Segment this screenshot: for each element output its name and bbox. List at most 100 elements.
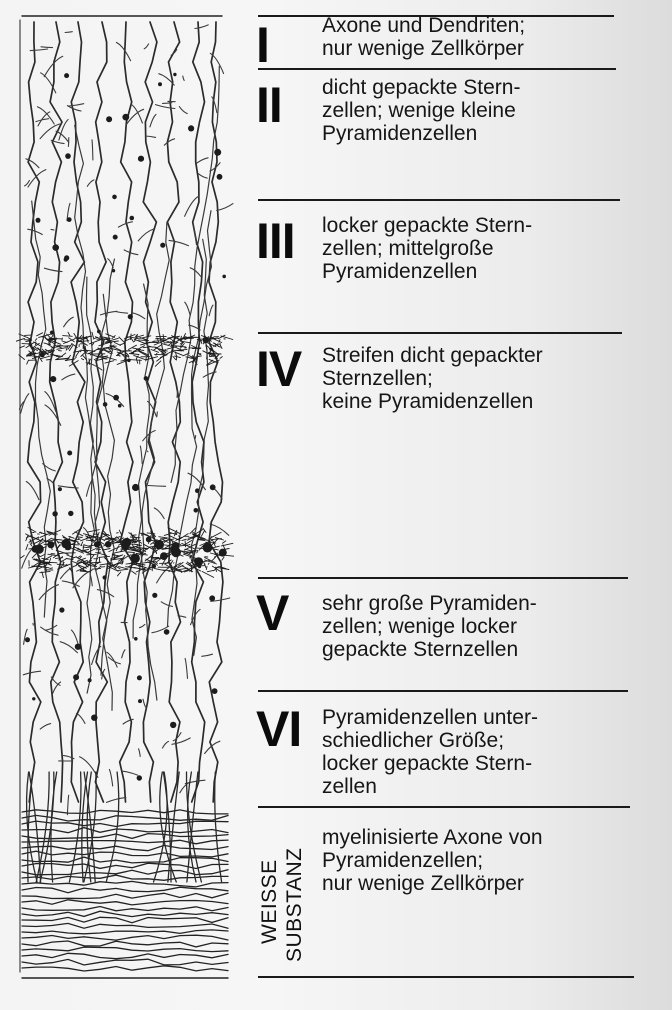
myelinated-axon <box>22 947 228 952</box>
dense-band-fiber <box>132 571 137 574</box>
apical-dendrite <box>192 22 205 802</box>
dense-band-fiber <box>61 353 66 357</box>
dense-band-fiber <box>20 556 24 559</box>
layer-I-line-2: nur wenige Zellkörper <box>322 37 525 60</box>
layer-IV-line-1: Streifen dicht gepackter <box>322 344 543 367</box>
dense-band-fiber <box>207 353 208 359</box>
cell-body <box>122 114 129 121</box>
cell-body <box>52 244 59 251</box>
cell-body <box>138 699 142 703</box>
dense-band-fiber <box>204 562 206 567</box>
dendrite-branch <box>143 699 146 707</box>
dense-band-fiber <box>141 336 151 339</box>
dense-band-fiber <box>38 537 39 539</box>
myelinated-axon <box>22 828 228 833</box>
apical-dendrite <box>120 22 133 802</box>
dense-band-fiber <box>106 334 115 338</box>
dense-band-fiber <box>151 350 159 353</box>
cell-body <box>137 675 142 680</box>
dense-band-fiber <box>210 537 211 540</box>
dense-band-fiber <box>41 555 45 557</box>
dense-band-fiber <box>136 358 137 363</box>
dendrite-branch <box>107 798 126 803</box>
dense-band-fiber <box>131 338 134 342</box>
dendrite-branch <box>164 139 174 145</box>
cell-body <box>170 722 176 728</box>
separator-I-II <box>258 68 616 70</box>
dense-band-fiber <box>88 548 96 552</box>
dendrite-branch <box>161 602 172 607</box>
cell-body <box>217 174 223 180</box>
dendrite-branch <box>147 451 148 452</box>
dense-band-fiber <box>207 570 213 571</box>
cell-body <box>106 116 112 122</box>
separator-VI-white <box>258 806 630 808</box>
dense-band-fiber <box>139 351 149 356</box>
dense-band-fiber <box>169 571 170 572</box>
dendrite-branch <box>169 240 189 245</box>
layer-numeral-II: II <box>256 80 282 130</box>
layer-VI-line-4: zellen <box>322 775 538 798</box>
myelinated-axon <box>22 840 228 844</box>
cell-body <box>64 73 69 78</box>
cell-body <box>209 595 215 601</box>
layer-III-line-2: zellen; mittelgroße <box>322 237 532 260</box>
dendrite-branch <box>71 630 77 643</box>
stellate-cell-body <box>154 540 164 550</box>
dendrite-branch <box>196 158 209 164</box>
cell-body <box>88 678 92 682</box>
dendrite-branch <box>157 566 172 583</box>
myelinated-axon <box>22 870 228 875</box>
white-matter-label-line-2: SUBSTANZ <box>283 848 307 962</box>
cell-body <box>67 217 72 222</box>
dense-band-fiber <box>62 341 67 343</box>
dense-band-fiber <box>24 340 32 341</box>
cell-body <box>58 487 62 491</box>
dense-band-fiber <box>154 341 166 342</box>
myelinated-axon <box>22 930 228 934</box>
secondary-fiber <box>133 222 169 638</box>
myelinated-axon <box>22 923 228 928</box>
dense-band-fiber <box>74 334 77 338</box>
cell-body <box>128 314 133 319</box>
dense-band-fiber <box>134 355 146 360</box>
dendrite-branch <box>109 770 112 787</box>
descending-axon <box>36 772 49 882</box>
dendrite-branch <box>87 180 94 186</box>
dendrite-branch <box>116 42 130 60</box>
dendrite-branch <box>163 103 172 104</box>
layer-numeral-I: I <box>256 20 269 70</box>
dense-band-fiber <box>68 332 70 335</box>
dendrite-branch <box>185 196 199 216</box>
layer-VI-line-2: schiedlicher Größe; <box>322 729 538 752</box>
cell-body <box>112 269 115 272</box>
dendrite-branch <box>67 795 68 815</box>
dense-band-fiber <box>159 537 168 538</box>
dense-band-fiber <box>39 357 42 362</box>
dendrite-branch <box>64 317 74 327</box>
dendrite-branch <box>41 47 53 48</box>
layer-description-V: sehr große Pyramiden- zellen; wenige loc… <box>322 592 537 661</box>
secondary-fiber <box>139 284 157 700</box>
layer-description-II: dicht gepackte Stern- zellen; wenige kle… <box>322 76 520 145</box>
cell-body <box>113 395 119 401</box>
cell-body <box>50 331 54 335</box>
layer-description-VI: Pyramidenzellen unter- schiedlicher Größ… <box>322 706 538 798</box>
dense-band-fiber <box>61 559 66 562</box>
myelinated-axon <box>22 907 228 911</box>
cell-body <box>210 484 216 490</box>
dendrite-branch <box>67 106 81 111</box>
dense-band-fiber <box>76 357 77 358</box>
cell-body <box>164 629 170 635</box>
layer-V-line-3: gepackte Sternzellen <box>322 638 537 661</box>
layer-IV-line-2: Sternzellen; <box>322 367 543 390</box>
dendrite-branch <box>59 120 68 141</box>
dense-band-fiber <box>103 549 110 551</box>
stellate-cell-body <box>130 554 140 564</box>
apical-dendrite <box>28 22 41 802</box>
dense-band-fiber <box>41 532 42 533</box>
dendrite-branch <box>30 49 48 51</box>
stellate-cell-body <box>105 541 112 548</box>
dendrite-branch <box>80 757 98 778</box>
dense-band-fiber <box>87 530 99 532</box>
